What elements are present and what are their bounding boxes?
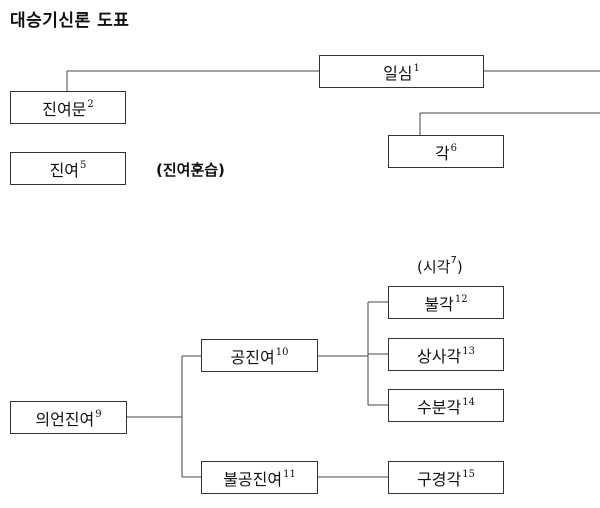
annotation-sigak: (시각7) bbox=[417, 255, 463, 276]
annotation-jinyeo-hunseup: (진여훈습) bbox=[156, 161, 225, 179]
page-title: 대승기신론 도표 bbox=[10, 11, 130, 31]
